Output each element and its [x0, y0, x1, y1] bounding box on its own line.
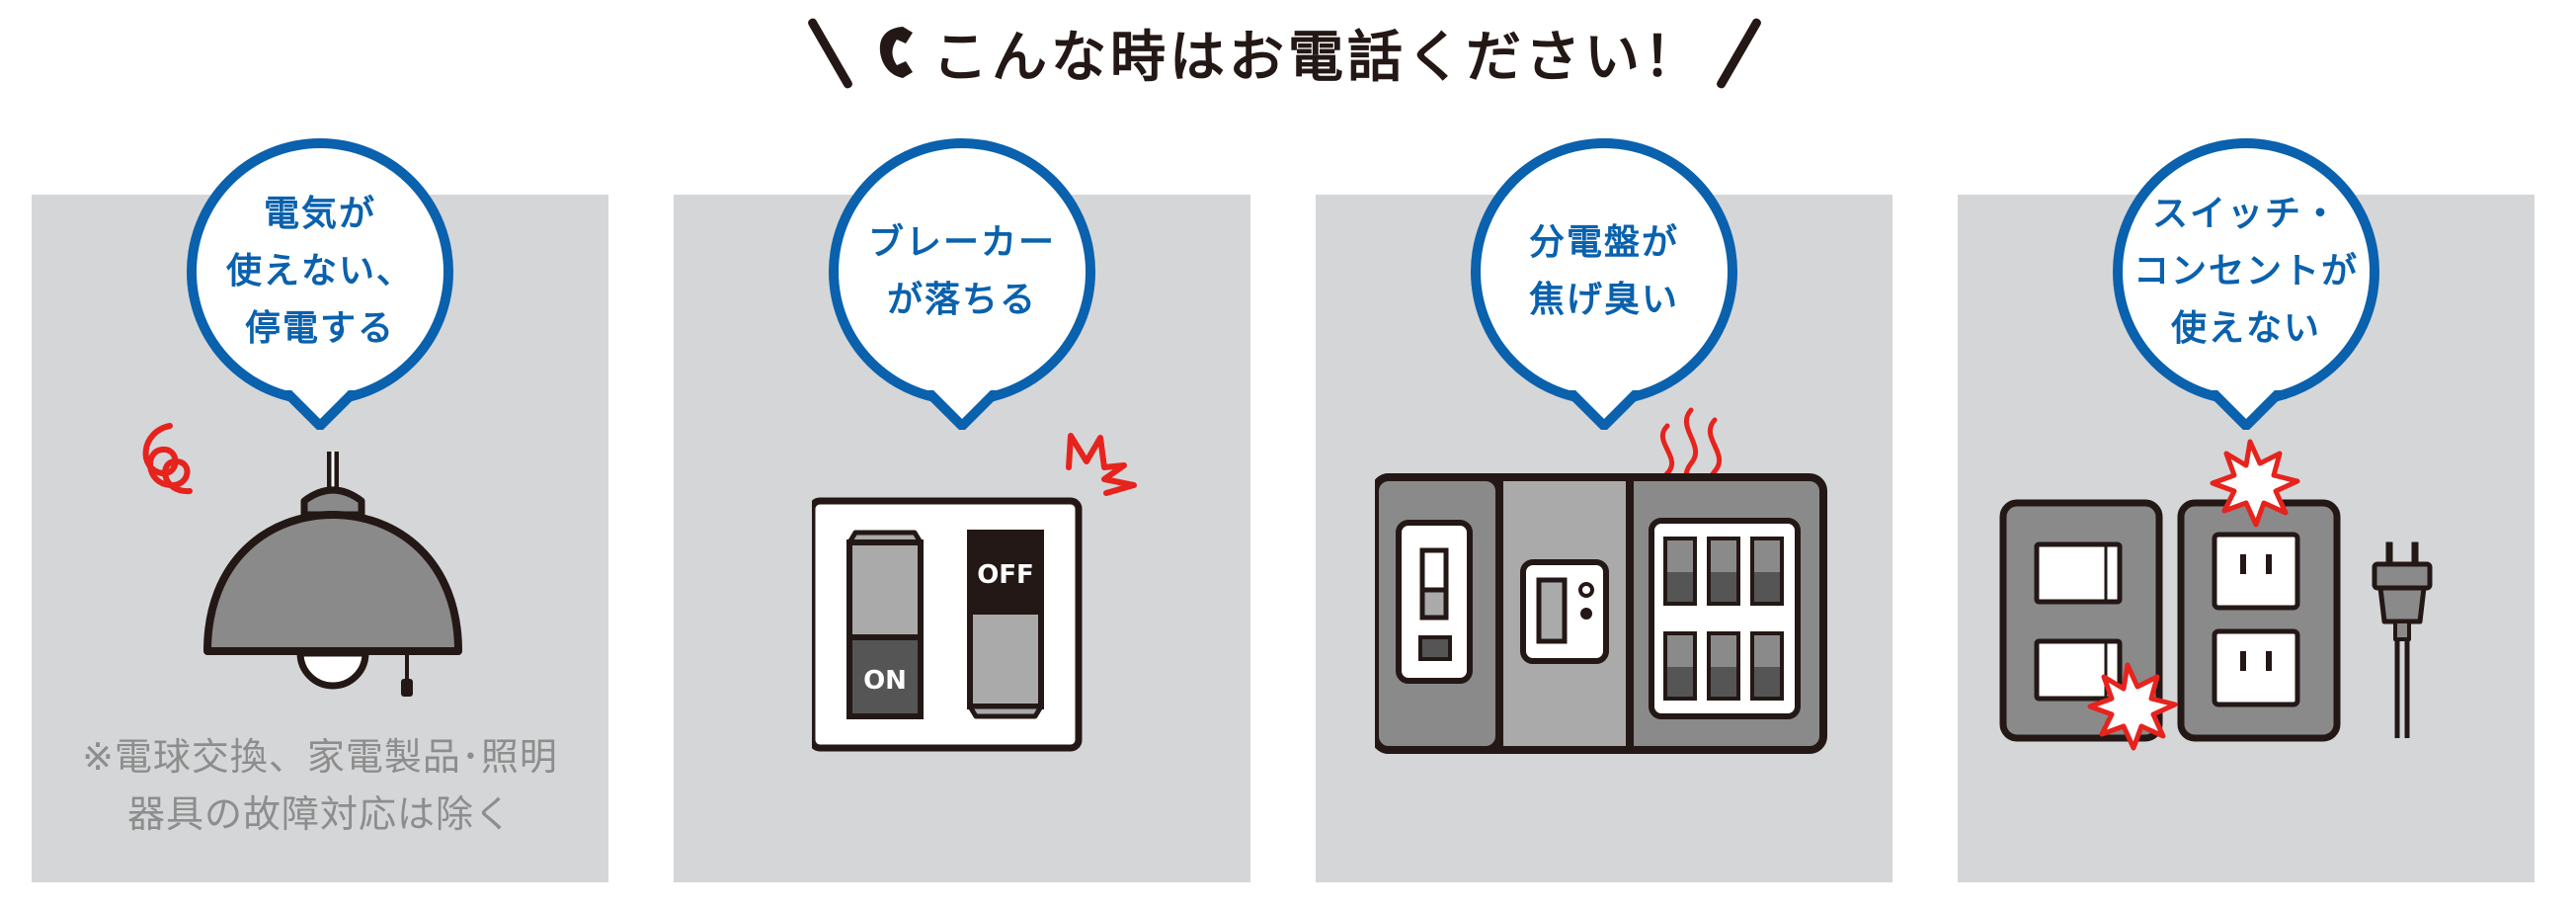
speech-bubble-switch-outlet: スイッチ・ コンセントが 使えない: [2113, 138, 2379, 405]
case-label-burning-smell: 分電盤が 焦げ臭い: [1528, 222, 1679, 320]
left-slash-decoration: [815, 14, 845, 93]
bubble-tail-power-outage: [284, 390, 356, 430]
on-label: ON: [863, 666, 907, 696]
switch-outlet-icon: [1999, 439, 2433, 751]
header-row: こんな時はお電話ください！: [873, 13, 1703, 93]
off-label: OFF: [977, 560, 1034, 590]
exclusion-note: ※電球交換、家電製品･照明 器具の故障対応は除く: [82, 735, 558, 836]
speech-bubble-burning-smell: 分電盤が 焦げ臭い: [1471, 138, 1737, 405]
case-label-breaker-trips: ブレーカー が落ちる: [867, 222, 1056, 320]
speech-bubble-breaker-trips: ブレーカー が落ちる: [829, 138, 1095, 405]
phone-icon: [879, 27, 913, 78]
bubble-tail-switch-outlet: [2211, 390, 2282, 430]
page-header: こんな時はお電話ください！: [0, 0, 2576, 109]
case-label-power-outage: 電気が 使えない、 停電する: [225, 194, 414, 349]
pendant-lamp-icon: [142, 423, 462, 697]
breaker-switch-icon: ON OFF: [812, 433, 1137, 752]
bubble-tail-burning-smell: [1569, 390, 1640, 430]
case-panel-burning-smell: [1316, 195, 1892, 882]
distribution-board-icon: [1375, 407, 1827, 754]
right-slash-decoration: [1724, 14, 1753, 93]
bubble-tail-breaker-trips: [926, 390, 998, 430]
speech-bubble-power-outage: 電気が 使えない、 停電する: [187, 138, 453, 405]
case-label-switch-outlet: スイッチ・ コンセントが 使えない: [2133, 194, 2359, 349]
case-panel-breaker-trips: ON OFF: [674, 195, 1250, 882]
page-title: こんな時はお電話ください！: [932, 25, 1703, 90]
